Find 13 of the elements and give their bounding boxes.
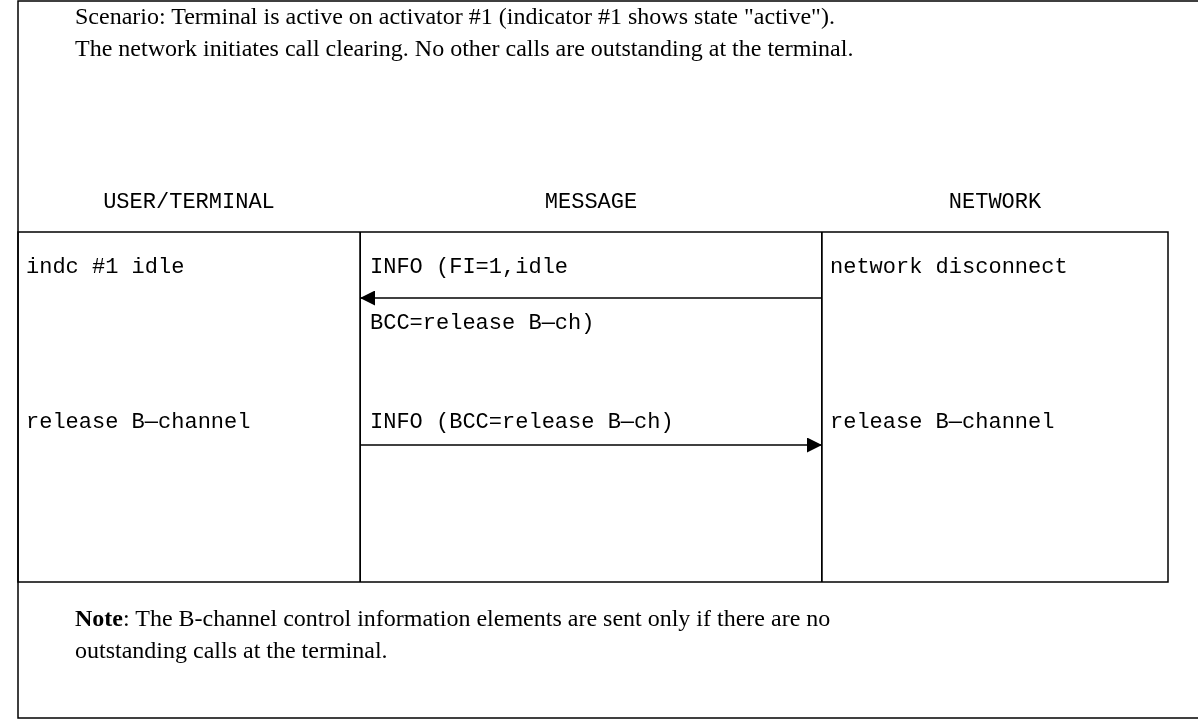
cell-text: release B—channel [821, 400, 1168, 582]
message-arrow [359, 437, 823, 453]
note-text: Note: The B-channel control information elements are sent only if there are no outstanding calls at the terminal. [75, 604, 832, 665]
column-heading: MESSAGE [543, 190, 639, 216]
scenario-text: Scenario: Terminal is active on activator #1 (indicator #1 shows state "active"). The network initiates call clearing. No other calls are outstanding at the terminal. [75, 2, 855, 63]
message-label: INFO (BCC=release B—ch) [370, 410, 675, 436]
cell-text: indc #1 idle [18, 232, 361, 400]
cell-text: network disconnect [821, 232, 1168, 400]
message-arrow [359, 290, 823, 306]
cell-text: release B—channel [18, 400, 361, 582]
column-heading: USER/TERMINAL [102, 190, 276, 216]
column-heading: NETWORK [947, 190, 1043, 216]
message-label: INFO (FI=1,idle BCC=release B—ch) [370, 254, 596, 338]
